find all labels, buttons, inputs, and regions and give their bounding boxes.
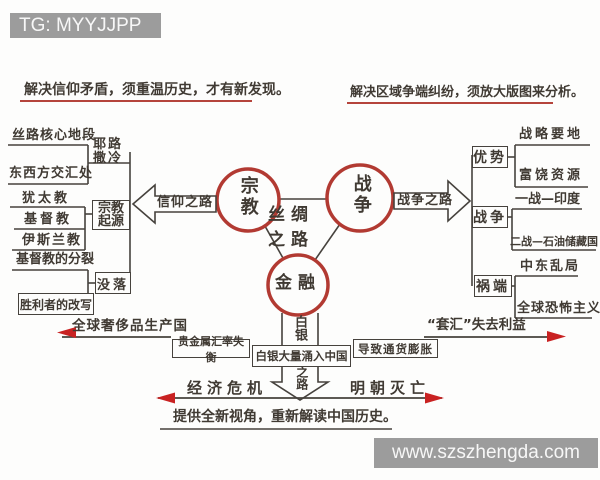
war-node-label: 战争 [350,174,372,216]
war-road-label: 战争之路 [397,193,454,208]
note-top-right: 解决区域争端纠纷，须放大版图来分析。 [350,85,585,100]
leaf-victors-rewrite-box: 胜利者的改写 [18,293,94,315]
economic-crisis-label: 经济危机 [187,379,268,397]
ming-collapse-label: 明朝灭亡 [350,379,431,397]
luxury-arrowhead [57,327,76,338]
leaf-east-west: 东西方交汇处 [9,166,94,181]
silver-road-label-bottom: 之路 [294,366,309,390]
war-group-wars-box: 战争 [472,206,508,228]
war-circle [325,163,395,233]
leaf-ww1-india: 一战—印度 [515,192,581,207]
leaf-rich-resources: 富饶资源 [519,168,584,183]
religion-circle [215,167,281,233]
religion-group-jerusalem-label: 耶路撒冷 [93,137,124,166]
leaf-islam: 伊斯兰教 [22,233,83,248]
note-bottom: 提供全新视角，重新解读中国历史。 [173,409,397,425]
silk-road-title: 丝绸之路 [268,205,314,250]
leaf-strategic-location: 战略要地 [519,127,584,142]
arbitrage-note: “套汇”失去利益 [427,317,526,333]
religion-node-label: 宗教 [237,176,259,218]
luxury-producer-note: 全球奢侈品生产国 [72,318,188,334]
war-group-advantage-box: 优势 [472,146,508,168]
crisis-arrowhead [156,392,175,404]
finance-circle [266,253,330,317]
faith-road-label: 信仰之路 [157,195,214,210]
arbitrage-arrowhead [547,331,566,342]
leaf-middle-east-chaos: 中东乱局 [520,259,581,274]
exchange-imbalance-box: 贵金属汇率失衡 [172,335,250,364]
leaf-judaism: 犹太教 [22,191,71,206]
note-top-left: 解决信仰矛盾，须重温历史，才有新发现。 [24,82,290,98]
leaf-christianity: 基督教 [24,212,73,227]
religion-group-origin-box: 宗教起源 [92,200,130,230]
leaf-global-terrorism: 全球恐怖主义 [517,301,600,316]
war-road-arrow [393,179,472,223]
silver-road-label-top: 白银 [291,315,307,341]
religion-group-decline-box: 没落 [95,272,131,294]
leaf-silk-core: 丝路核心地段 [12,128,97,143]
inflation-box: 导致通货膨胀 [353,339,438,358]
website-watermark: www.szszhengda.com [374,438,598,468]
finance-branch-lines [62,336,548,399]
finance-node-label: 金融 [275,273,321,293]
leaf-ww2-oil: 二战—石油储藏国 [510,235,598,248]
telegram-watermark: TG: MYYJJPP [10,13,161,38]
ming-arrowhead [425,392,444,404]
silver-influx-box: 白银大量涌入中国 [252,345,351,367]
leaf-christian-schism: 基督教的分裂 [16,252,95,267]
faith-road-arrow [131,183,217,225]
religion-branch-lines [8,144,131,303]
war-group-trouble-box: 祸端 [474,275,512,297]
